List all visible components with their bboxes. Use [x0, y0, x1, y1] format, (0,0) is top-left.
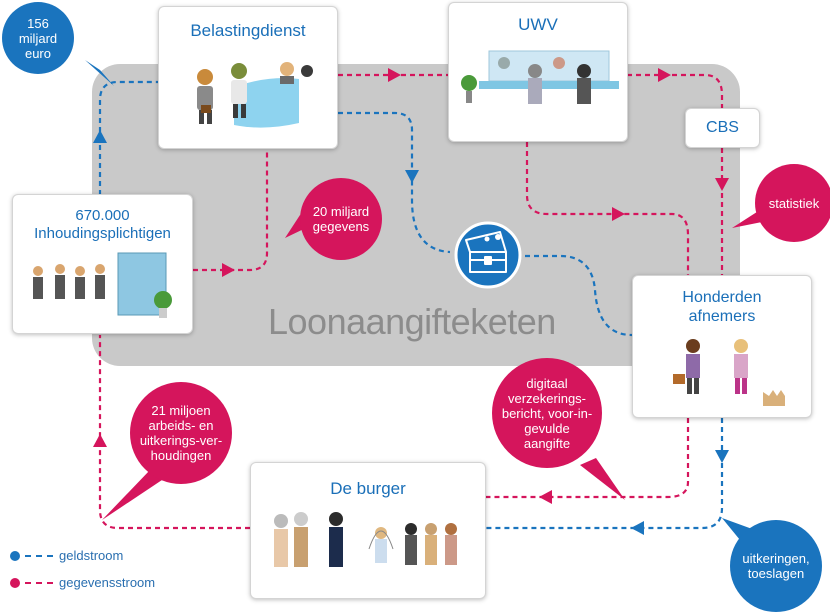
- legend-gegevensstroom-line: [25, 581, 53, 584]
- node-inhoudingsplichtigen-title: 670.000 Inhoudingsplichtigen: [34, 207, 171, 242]
- legend-geldstroom-line: [25, 554, 53, 557]
- legend-geldstroom: geldstroom: [10, 548, 123, 563]
- gegevensstroom-line-afnemers-to-burger: [486, 418, 690, 499]
- uwv-illustration: [461, 50, 619, 104]
- gegevensstroom-line-uwv-to-afnemers: [525, 142, 690, 275]
- node-uwv-title: UWV: [518, 15, 558, 34]
- arrow-blue-left-bottom: [631, 521, 644, 535]
- node-burger-title: De burger: [330, 479, 406, 498]
- node-afnemers: Honderden afnemers: [632, 275, 812, 418]
- node-uwv: UWV: [448, 2, 628, 142]
- bubble-tail-digitaal: [580, 458, 625, 500]
- arrow-pink-up-left: [93, 434, 107, 447]
- bubble-verhoudingen-text: 21 miljoen arbeids- en uitkerings-ver- h…: [139, 403, 223, 463]
- legend-gegevensstroom-text: gegevensstroom: [59, 575, 156, 590]
- arrow-blue-down-center: [405, 170, 419, 183]
- gegevensstroom-line-ip-to-bd: [193, 150, 269, 272]
- legend-geldstroom-dot: [10, 550, 20, 561]
- bubble-gegevens-text: 20 miljard gegevens: [312, 204, 370, 234]
- afnemers-illustration: [673, 339, 785, 406]
- node-inhoudingsplichtigen: 670.000 Inhoudingsplichtigen: [12, 194, 193, 334]
- bubble-tail-verhoudingen: [102, 470, 165, 520]
- legend-gegevensstroom: gegevensstroom: [10, 575, 155, 590]
- arrow-pink-right-uwv: [658, 68, 671, 82]
- geldstroom-line-afnemers-down: [486, 418, 724, 530]
- node-burger: De burger: [250, 462, 486, 599]
- gegevensstroom-line-uwv-to-cbs: [627, 73, 724, 108]
- keten-label: Loonaangifteketen: [268, 301, 556, 342]
- arrow-pink-right-top: [388, 68, 401, 82]
- bubble-gegevens: 20 miljard gegevens: [300, 178, 382, 260]
- node-cbs: CBS: [685, 108, 760, 148]
- bubble-statistiek-text: statistiek: [768, 195, 820, 211]
- bubble-statistiek: statistiek: [755, 164, 830, 242]
- bubble-geld: 156 miljard euro: [2, 2, 74, 74]
- legend-gegevensstroom-dot: [10, 577, 20, 588]
- gegevensstroom-line-burger-to-ip: [98, 335, 250, 530]
- bubble-digitaal: digitaal verzekerings- bericht, voor-in-…: [492, 358, 602, 468]
- bubble-tail-geld: [85, 60, 114, 86]
- bubble-uitkeringen: uitkeringen, toeslagen: [730, 520, 822, 612]
- bubble-tail-statistiek: [732, 210, 762, 228]
- arrow-pink-right-mid: [612, 207, 625, 221]
- arrow-pink-down-cbs: [715, 178, 729, 191]
- arrow-pink-left-bottom: [539, 490, 552, 504]
- legend-geldstroom-text: geldstroom: [59, 548, 124, 563]
- bubble-verhoudingen: 21 miljoen arbeids- en uitkerings-ver- h…: [130, 382, 232, 484]
- node-cbs-title: CBS: [706, 119, 739, 136]
- arrow-blue-down-right: [715, 450, 729, 463]
- geldstroom-line-left: [98, 80, 158, 195]
- geldstroom-line-chest-to-afnemers: [525, 254, 633, 337]
- burger-illustration: [274, 512, 457, 567]
- bubble-digitaal-text: digitaal verzekerings- bericht, voor-in-…: [501, 375, 593, 451]
- node-belastingdienst-title: Belastingdienst: [190, 21, 306, 40]
- geldstroom-line-bd-to-chest: [338, 111, 451, 254]
- inhoudingsplichtigen-illustration: [33, 252, 172, 318]
- bubble-geld-text: 156 miljard euro: [18, 15, 58, 61]
- node-belastingdienst: Belastingdienst: [158, 6, 338, 149]
- node-afnemers-title: Honderden afnemers: [682, 289, 762, 325]
- arrow-pink-right-ip: [222, 263, 235, 277]
- arrow-blue-up-left: [93, 130, 107, 143]
- belastingdienst-illustration: [197, 62, 313, 128]
- bubble-uitkeringen-text: uitkeringen, toeslagen: [742, 551, 810, 581]
